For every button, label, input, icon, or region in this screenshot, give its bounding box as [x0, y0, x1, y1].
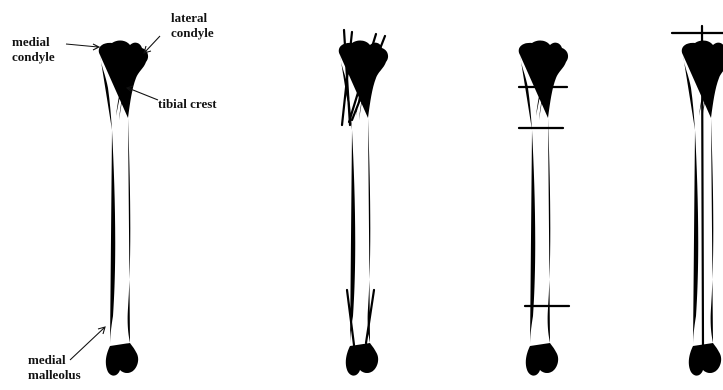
- label-medial-condyle-line1: medial: [12, 34, 55, 49]
- tibia-labeled: [99, 41, 148, 376]
- label-lateral-condyle: lateral condyle: [171, 10, 214, 40]
- label-medial-condyle-line2: condyle: [12, 49, 55, 64]
- label-medial-malleolus: medial malleolus: [28, 352, 81, 382]
- label-tibial-crest: tibial crest: [158, 96, 217, 111]
- label-lateral-condyle-line2: condyle: [171, 25, 214, 40]
- label-medial-condyle: medial condyle: [12, 34, 55, 64]
- distal-line-2: [366, 290, 374, 343]
- label-lateral-condyle-line1: lateral: [171, 10, 214, 25]
- arrow-lateral-condyle: [145, 36, 160, 52]
- label-medial-malleolus-line2: malleolus: [28, 367, 81, 382]
- tibia-horizontal-lines: [519, 41, 568, 376]
- vertical-axis-line: [702, 26, 703, 352]
- arrow-tibial-crest: [128, 88, 158, 100]
- label-medial-malleolus-line1: medial: [28, 352, 81, 367]
